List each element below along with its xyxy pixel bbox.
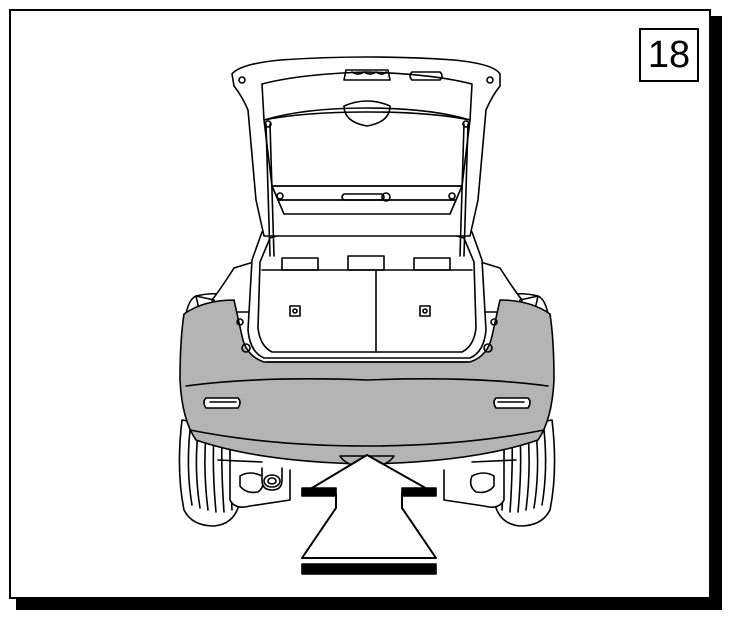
exhaust-pipe (261, 467, 283, 491)
step-number-box: 18 (639, 28, 699, 82)
open-tailgate (231, 56, 501, 237)
cargo-area (247, 217, 487, 363)
up-arrow-icon (301, 454, 437, 575)
tailgate-gas-struts (264, 120, 470, 257)
step-number: 18 (647, 33, 691, 76)
